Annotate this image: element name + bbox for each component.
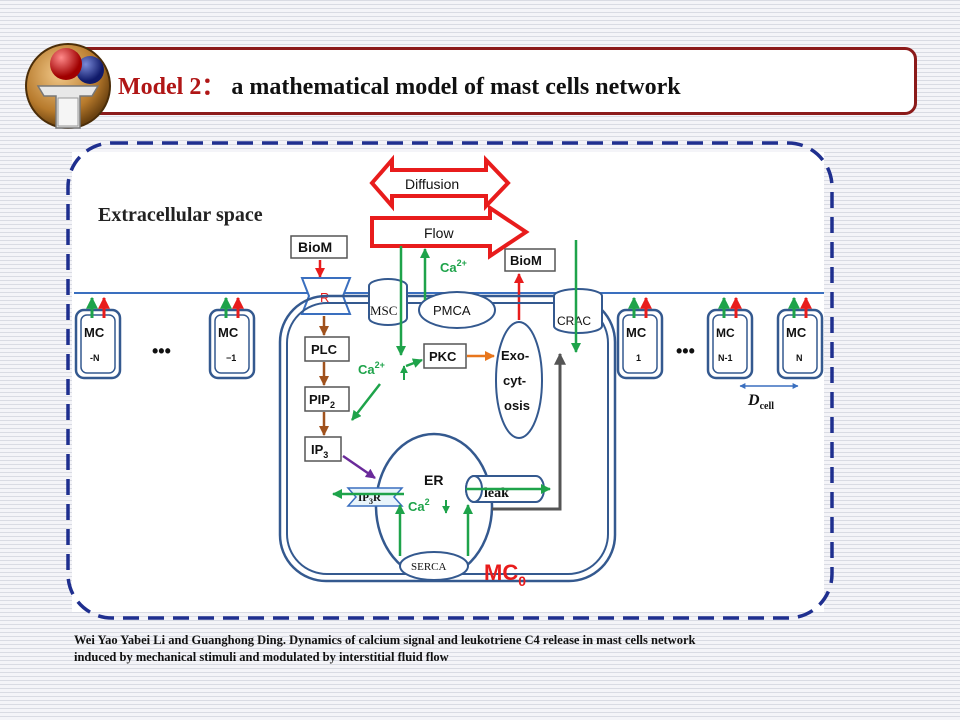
ip3-to-ip3r-arrow <box>342 454 376 480</box>
crac-label: CRAC <box>557 314 591 328</box>
flow-arrow <box>370 204 530 260</box>
citation: Wei Yao Yabei Li and Guanghong Ding. Dyn… <box>74 632 894 666</box>
diffusion-label: Diffusion <box>405 176 459 192</box>
biom-right-label: BioM <box>510 253 542 268</box>
cell-index: −1 <box>226 353 236 363</box>
cell-label: MC <box>218 325 239 340</box>
neighbor-cell-1: MC 1 <box>616 296 664 380</box>
pmca-label: PMCA <box>433 303 471 318</box>
pkc-box <box>423 343 467 369</box>
ca-mid-label: Ca2+ <box>358 360 385 377</box>
pip2-label: PIP2 <box>309 392 335 410</box>
biom-top-box <box>290 235 348 259</box>
neighbor-cell-minus-n: MC -N <box>74 296 122 380</box>
pkc-label: PKC <box>429 349 457 364</box>
exocytosis-label-2: cyt- <box>503 373 526 388</box>
extracellular-label: Extracellular space <box>98 204 263 226</box>
serca-pump <box>399 551 469 581</box>
ca-to-pip2-arrow <box>351 383 381 421</box>
diffusion-arrow <box>369 154 511 212</box>
serca-label: SERCA <box>411 561 447 573</box>
ellipsis-right: ••• <box>676 341 695 361</box>
pip2-box <box>304 386 350 412</box>
neighbor-cell-minus-1: MC −1 <box>208 296 256 380</box>
slide-logo-icon <box>25 43 111 129</box>
ca-er-label: Ca2 <box>408 497 430 514</box>
plc-box <box>304 336 350 362</box>
neighbor-cell-n-minus-1: MC N-1 <box>706 296 754 380</box>
exocytosis-vesicle <box>495 321 543 439</box>
ip3r-label: IP3R <box>358 492 382 506</box>
crac-feedback-arrow <box>492 352 566 511</box>
er-label: ER <box>424 472 443 488</box>
cell-index: -N <box>90 353 100 363</box>
neighbor-cell-n: MC N <box>776 296 824 380</box>
exocytosis-label-3: osis <box>504 398 530 413</box>
plc-label: PLC <box>311 342 338 357</box>
cell-index: N-1 <box>718 353 733 363</box>
biom-top-label: BioM <box>298 239 332 255</box>
receptor-label: R <box>320 290 329 305</box>
mc0-label: MC0 <box>484 560 526 589</box>
dashed-frame <box>66 141 834 620</box>
pmca-pump <box>418 291 496 329</box>
cell-label: MC <box>84 325 105 340</box>
msc-label: MSC <box>370 303 397 318</box>
exocytosis-label-1: Exo- <box>501 348 529 363</box>
title-bar <box>62 47 917 115</box>
ca-top-label: Ca2+ <box>440 258 467 275</box>
flow-label: Flow <box>424 225 454 241</box>
ip3-label: IP3 <box>311 442 328 460</box>
ip3-box <box>304 436 342 462</box>
citation-line-2: induced by mechanical stimuli and modula… <box>74 650 449 664</box>
cell-index: 1 <box>636 353 641 363</box>
citation-line-1: Wei Yao Yabei Li and Guanghong Ding. Dyn… <box>74 633 696 647</box>
dcell-label: Dcell <box>747 392 774 412</box>
cell-label: MC <box>786 325 807 340</box>
msc-channel-body <box>368 286 408 326</box>
cell-label: MC <box>716 326 735 340</box>
crac-channel-body <box>553 296 603 334</box>
ellipsis-left: ••• <box>152 341 171 361</box>
ca-to-pkc-arrow <box>405 358 423 368</box>
title-model-label: Model 2： <box>118 74 226 100</box>
cell-label: MC <box>626 325 647 340</box>
biom-right-box <box>504 248 556 272</box>
title-description: a mathematical model of mast cells netwo… <box>225 74 681 100</box>
cell-index: N <box>796 353 803 363</box>
page-title: Model 2： a mathematical model of mast ce… <box>118 66 681 101</box>
